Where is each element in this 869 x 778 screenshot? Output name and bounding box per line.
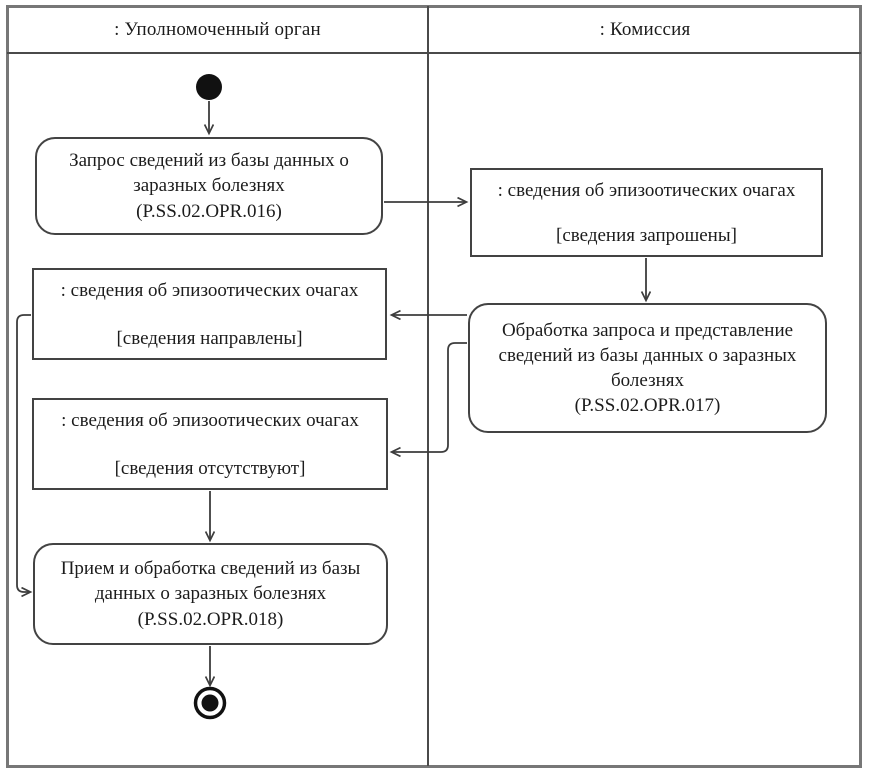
object-info-absent: : сведения об эпизоотических очагах [све… [32,398,388,490]
diagram-frame [6,5,862,768]
lane-label: : Уполномоченный орган [114,18,321,40]
object-state: [сведения направлены] [116,327,303,349]
object-name: : сведения об эпизоотических очагах [60,280,359,301]
activity-code: (P.SS.02.OPR.016) [136,200,282,222]
lane-header-authorized-body: : Уполномоченный орган [8,7,427,52]
activity-process-request: Обработка запроса и представление сведен… [468,303,827,433]
object-state: [сведения запрошены] [556,224,737,246]
activity-request-info: Запрос сведений из базы данных о заразны… [35,137,383,235]
object-name: : сведения об эпизоотических очагах [497,180,796,201]
final-node [193,686,227,720]
activity-code: (P.SS.02.OPR.018) [137,608,284,630]
lane-label: : Комиссия [599,18,691,40]
object-info-sent: : сведения об эпизоотических очагах [све… [32,268,387,360]
activity-name: Запрос сведений из базы данных о заразны… [69,150,349,197]
activity-name: Обработка запроса и представление сведен… [498,319,797,391]
lane-header-commission: : Комиссия [430,7,860,52]
edge-process-to-object-absent [392,342,467,452]
edge-object-sent-to-receive [16,314,31,592]
activity-name: Прием и обработка сведений из базы данны… [60,558,361,605]
object-state: [сведения отсутствуют] [114,457,306,479]
initial-node [196,74,222,100]
activity-code: (P.SS.02.OPR.017) [574,395,721,417]
object-info-requested: : сведения об эпизоотических очагах [све… [470,168,823,257]
object-name: : сведения об эпизоотических очагах [61,410,359,431]
activity-receive-info: Прием и обработка сведений из базы данны… [33,543,388,645]
